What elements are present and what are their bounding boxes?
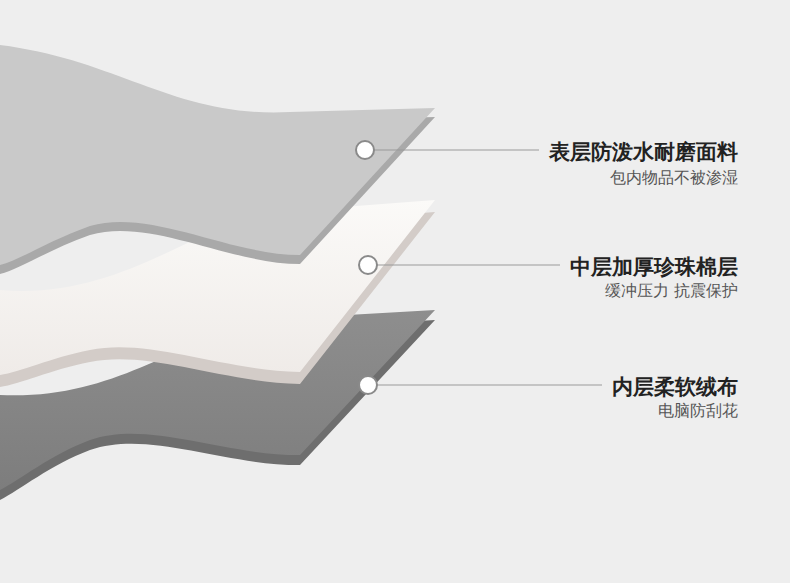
layer-title: 中层加厚珍珠棉层	[570, 253, 738, 281]
layer-description: 包内物品不被渗湿	[610, 168, 738, 189]
leader-lines	[374, 150, 602, 385]
layer-title: 表层防泼水耐磨面料	[549, 138, 738, 166]
layer-description: 电脑防刮花	[658, 401, 738, 422]
layer-description: 缓冲压力 抗震保护	[605, 281, 738, 302]
outer-layer	[0, 45, 435, 274]
callout-dots	[356, 141, 377, 394]
layer-title: 内层柔软绒布	[612, 373, 738, 401]
